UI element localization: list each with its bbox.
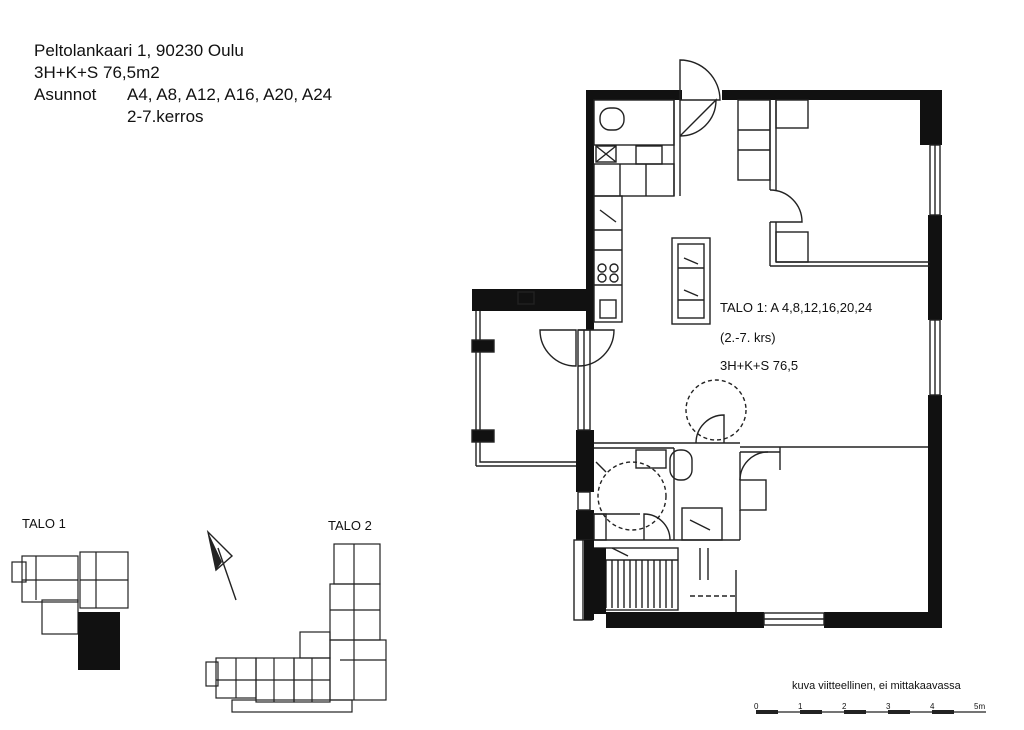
floors-label: (2.-7. krs) [720,330,776,345]
scale-tick-4: 4 [930,702,935,711]
scale-tick-2: 2 [842,702,847,711]
scale-tick-0: 0 [754,702,759,711]
disclaimer-note: kuva viitteellinen, ei mittakaavassa [792,680,961,692]
apartment-type-text: 3H+K+S 76,5m2 [34,63,160,82]
site-plan-talo2 [205,543,387,713]
stair-wall [592,548,606,614]
talo2-label: TALO 2 [328,518,372,533]
north-arrow-icon [206,529,237,601]
scale-tick-1: 1 [798,702,803,711]
apartments-list: A4, A8, A12, A16, A20, A24 [127,85,333,104]
building-label: TALO 1: A 4,8,12,16,20,24 [720,300,873,315]
scale-bar [756,710,986,714]
stair-wall-left [584,540,594,620]
address-text: Peltolankaari 1, 90230 Oulu [34,41,244,60]
exterior-walls [472,90,942,628]
scale-tick-3: 3 [886,702,891,711]
site-plan-talo1-highlight [78,612,120,670]
interior-lines [471,59,941,626]
talo1-label: TALO 1 [22,516,66,531]
scale-tick-5: 5m [974,702,986,711]
apartments-label: Asunnot [34,85,97,104]
size-label: 3H+K+S 76,5 [720,358,799,373]
floors-text: 2-7.kerros [127,107,204,126]
site-plan-talo1 [11,551,129,635]
